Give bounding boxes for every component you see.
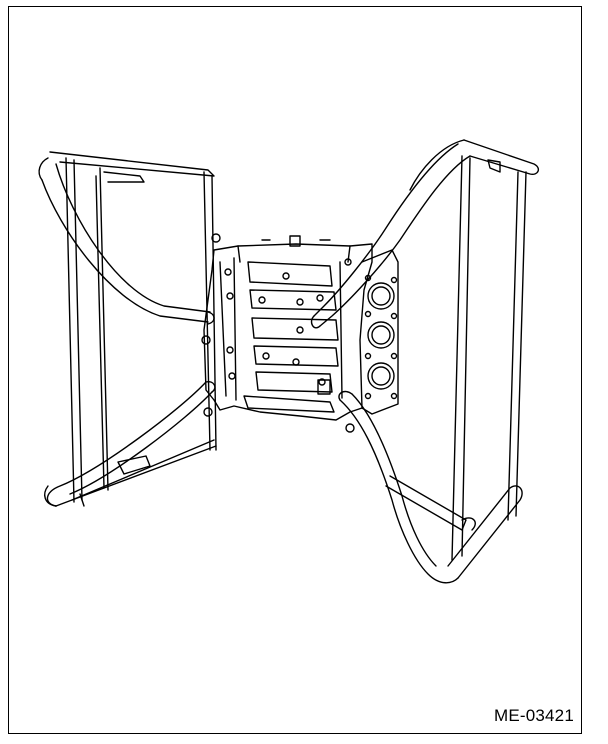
figure-frame [8,6,582,734]
engine-block [201,233,399,433]
right-stand-frame [310,139,540,584]
left-stand-frame [38,151,217,507]
figure-code: ME-03421 [493,706,574,725]
